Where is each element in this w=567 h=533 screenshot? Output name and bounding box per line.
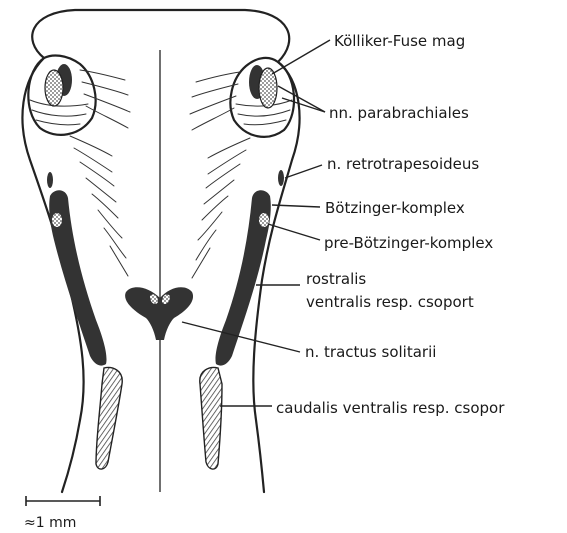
right-retrotrapezoid: [278, 170, 284, 186]
label-retrotrapesoideus: n. retrotrapesoideus: [327, 155, 479, 173]
label-rostralis-1: rostralis: [306, 270, 366, 288]
label-rostralis-2: ventralis resp. csoport: [306, 293, 474, 311]
right-pre-botzinger: [259, 213, 269, 227]
right-fibers: [190, 72, 250, 278]
scale-bar: ≈1 mm: [24, 496, 100, 531]
label-pre-botzinger: pre-Bötzinger-komplex: [324, 234, 493, 252]
leader-kolliker: [272, 40, 330, 74]
left-retrotrapezoid: [47, 172, 53, 188]
label-kolliker-fuse: Kölliker-Fuse mag: [334, 32, 465, 50]
label-botzinger: Bötzinger-komplex: [325, 199, 465, 217]
right-caudal-vrg: [200, 368, 222, 470]
left-caudal-vrg: [96, 368, 122, 470]
scale-bar-label: ≈1 mm: [24, 515, 76, 531]
label-parabrachiales: nn. parabrachiales: [329, 104, 469, 122]
tractus-solitarii-nucleus: [125, 287, 193, 340]
label-caudalis: caudalis ventralis resp. csopor: [276, 399, 505, 417]
leader-pre-botzinger: [268, 224, 320, 240]
left-fibers: [70, 70, 130, 276]
right-parabrachial: [259, 68, 277, 108]
left-pre-botzinger: [52, 213, 62, 227]
label-tractus-solitarii: n. tractus solitarii: [305, 343, 436, 361]
left-parabrachial: [45, 70, 63, 106]
